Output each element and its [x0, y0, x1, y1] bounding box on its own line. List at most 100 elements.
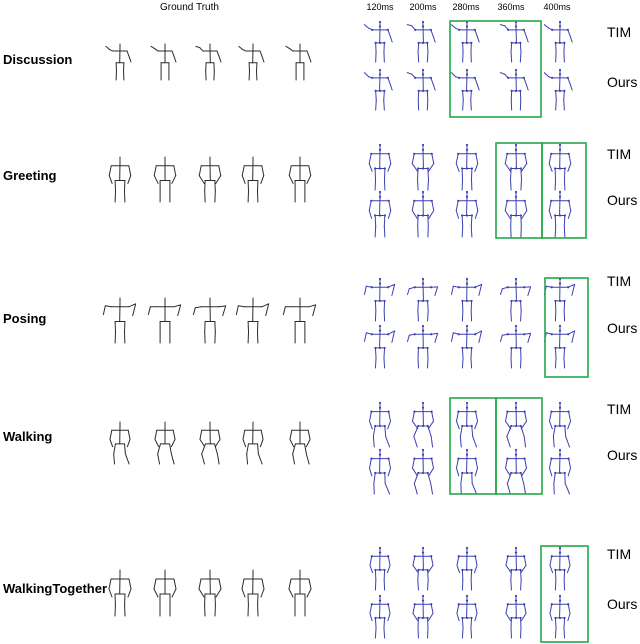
tim-skeleton — [368, 143, 392, 191]
ours-skeleton — [363, 68, 393, 111]
ground-truth-skeleton — [105, 43, 132, 81]
time-header-200: 200ms — [409, 2, 437, 12]
action-label-posing: Posing — [3, 311, 47, 326]
ours-skeleton — [543, 324, 576, 369]
ground-truth-skeleton — [154, 421, 176, 465]
ground-truth-skeleton — [102, 297, 137, 344]
highlight-box — [449, 397, 497, 495]
ours-skeleton — [411, 448, 435, 495]
method-label-ours: Ours — [607, 74, 638, 90]
method-label-ours: Ours — [607, 447, 638, 463]
method-label-tim: TIM — [607, 546, 632, 562]
tim-skeleton — [548, 143, 572, 191]
tim-skeleton — [543, 277, 576, 322]
ground-truth-skeleton — [199, 421, 221, 465]
action-label-greeting: Greeting — [3, 168, 57, 183]
tim-skeleton — [450, 20, 480, 63]
ground-truth-header: Ground Truth — [160, 2, 219, 13]
ours-skeleton — [406, 68, 436, 111]
ground-truth-skeleton — [288, 156, 312, 203]
ours-skeleton — [504, 448, 528, 495]
action-label-walking: Walking — [3, 429, 53, 444]
ours-skeleton — [406, 324, 439, 369]
highlight-box — [449, 20, 542, 118]
ours-skeleton — [412, 594, 434, 639]
tim-skeleton — [499, 277, 532, 322]
ours-skeleton — [450, 324, 483, 369]
tim-skeleton — [406, 20, 436, 63]
ground-truth-skeleton — [198, 156, 222, 203]
ours-skeleton — [456, 594, 478, 639]
ground-truth-skeleton — [235, 297, 270, 344]
tim-skeleton — [411, 143, 435, 191]
time-header-120: 120ms — [366, 2, 394, 12]
tim-skeleton — [504, 401, 528, 448]
tim-skeleton — [456, 546, 478, 591]
method-label-tim: TIM — [607, 24, 632, 40]
ground-truth-skeleton — [109, 421, 131, 465]
ground-truth-skeleton — [198, 569, 222, 617]
method-label-ours: Ours — [607, 596, 638, 612]
method-label-ours: Ours — [607, 320, 638, 336]
tim-skeleton — [548, 401, 572, 448]
ours-skeleton — [455, 448, 479, 495]
ours-skeleton — [368, 190, 392, 238]
action-label-discussion: Discussion — [3, 52, 73, 67]
ground-truth-skeleton — [150, 43, 177, 81]
ground-truth-skeleton — [108, 156, 132, 203]
tim-skeleton — [363, 277, 396, 322]
tim-skeleton — [499, 20, 529, 63]
ground-truth-skeleton — [195, 43, 222, 81]
tim-skeleton — [543, 20, 573, 63]
ours-skeleton — [411, 190, 435, 238]
tim-skeleton — [363, 20, 393, 63]
ours-skeleton — [368, 448, 392, 495]
highlight-box — [495, 397, 543, 495]
tim-skeleton — [455, 401, 479, 448]
tim-skeleton — [412, 546, 434, 591]
ground-truth-skeleton — [192, 297, 227, 344]
action-label-walkingtogether: WalkingTogether — [3, 581, 107, 596]
highlight-box — [541, 142, 587, 239]
highlight-box — [540, 545, 589, 643]
ours-skeleton — [499, 68, 529, 111]
ground-truth-skeleton — [282, 297, 317, 344]
tim-skeleton — [369, 546, 391, 591]
ours-skeleton — [363, 324, 396, 369]
ground-truth-skeleton — [289, 421, 311, 465]
method-label-tim: TIM — [607, 401, 632, 417]
highlight-box — [544, 277, 589, 378]
time-header-400: 400ms — [543, 2, 571, 12]
ground-truth-skeleton — [153, 156, 177, 203]
ours-skeleton — [499, 324, 532, 369]
ground-truth-skeleton — [285, 43, 312, 81]
ground-truth-skeleton — [288, 569, 312, 617]
tim-skeleton — [549, 546, 571, 591]
ground-truth-skeleton — [147, 297, 182, 344]
tim-skeleton — [411, 401, 435, 448]
tim-skeleton — [368, 401, 392, 448]
method-label-tim: TIM — [607, 273, 632, 289]
time-header-280: 280ms — [452, 2, 480, 12]
method-label-ours: Ours — [607, 192, 638, 208]
ground-truth-skeleton — [241, 156, 265, 203]
tim-skeleton — [406, 277, 439, 322]
tim-skeleton — [505, 546, 527, 591]
ground-truth-skeleton — [241, 569, 265, 617]
highlight-box — [495, 142, 543, 239]
ground-truth-skeleton — [238, 43, 265, 81]
ours-skeleton — [455, 190, 479, 238]
ours-skeleton — [549, 594, 571, 639]
ours-skeleton — [543, 68, 573, 111]
ours-skeleton — [548, 190, 572, 238]
time-header-360: 360ms — [497, 2, 525, 12]
ours-skeleton — [504, 190, 528, 238]
tim-skeleton — [450, 277, 483, 322]
tim-skeleton — [504, 143, 528, 191]
method-label-tim: TIM — [607, 146, 632, 162]
ground-truth-skeleton — [153, 569, 177, 617]
ground-truth-skeleton — [108, 569, 132, 617]
tim-skeleton — [455, 143, 479, 191]
ours-skeleton — [450, 68, 480, 111]
ours-skeleton — [369, 594, 391, 639]
